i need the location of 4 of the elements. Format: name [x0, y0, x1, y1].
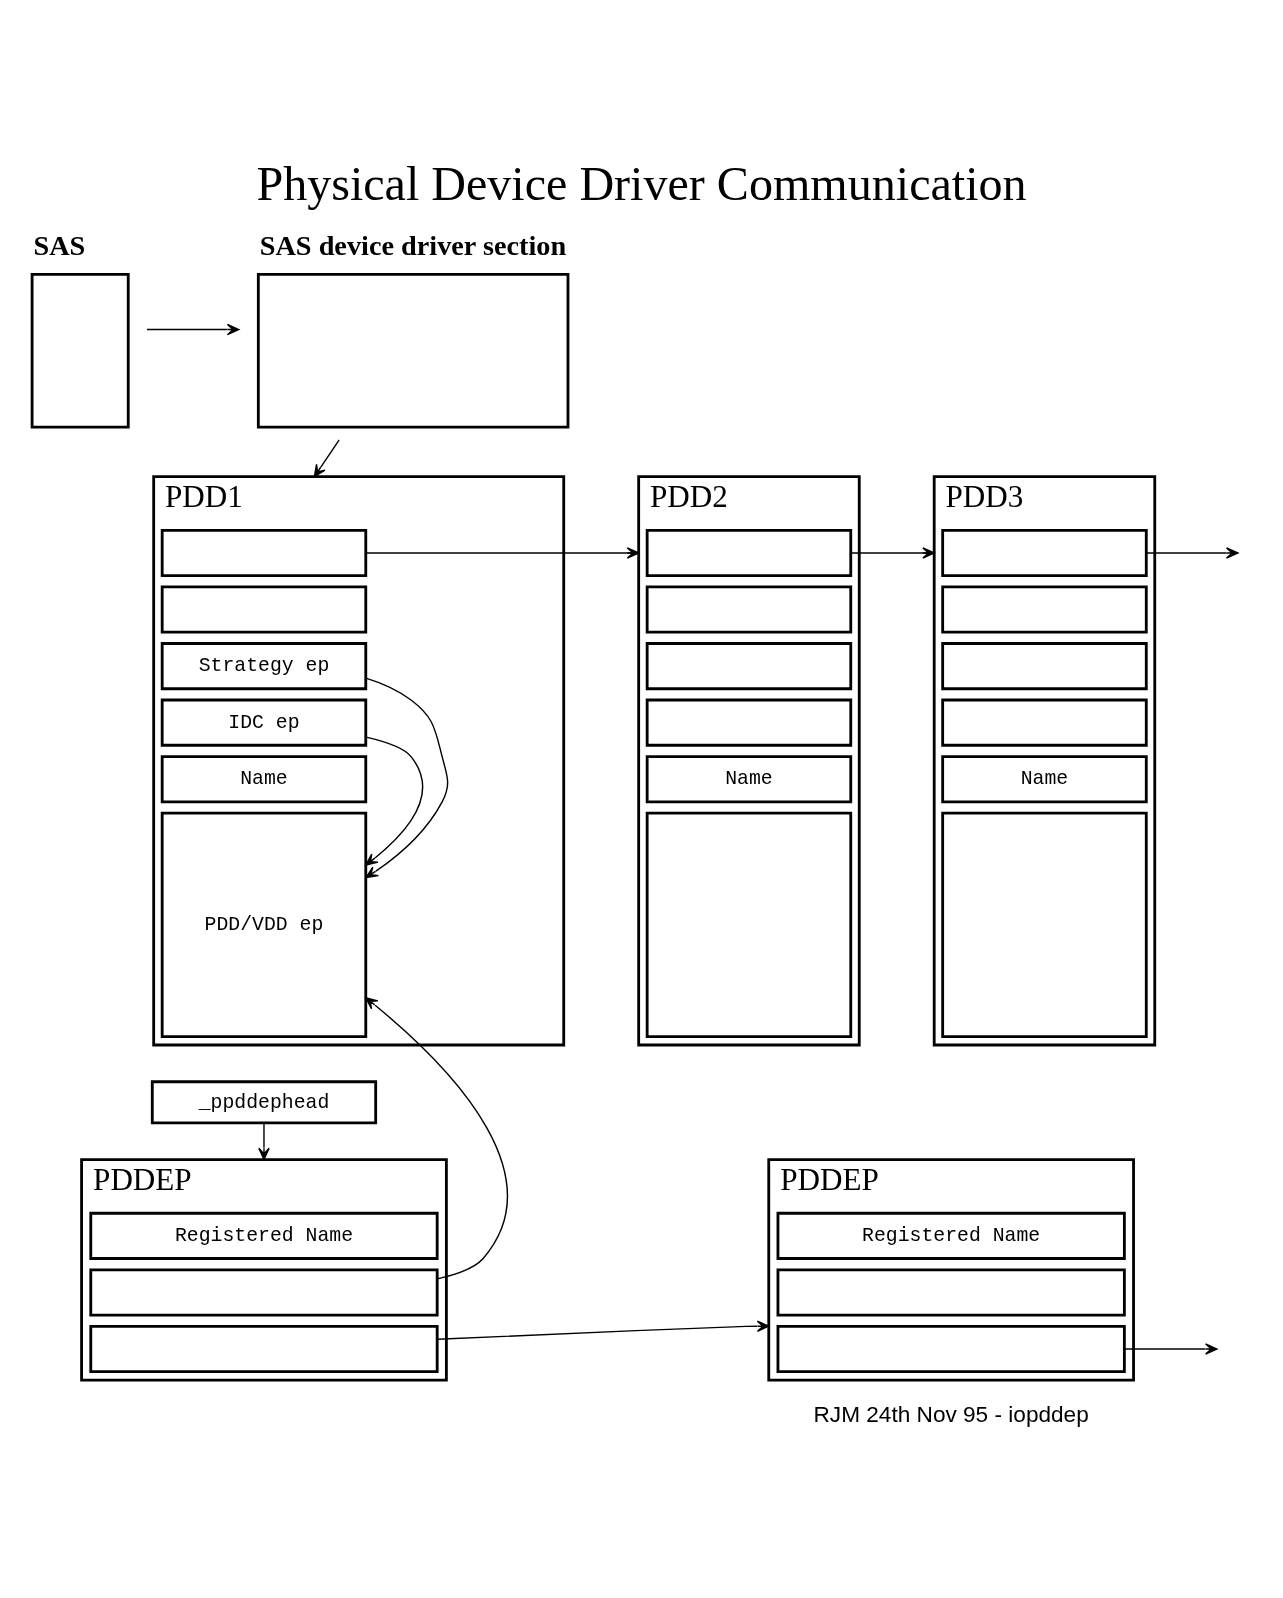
label: RJM 24th Nov 95 - iopddep [813, 1402, 1089, 1428]
node-label: SAS device driver section [259, 229, 567, 261]
node-label: SAS [33, 229, 86, 261]
diagram-title: Physical Device Driver Communication [256, 156, 1027, 210]
